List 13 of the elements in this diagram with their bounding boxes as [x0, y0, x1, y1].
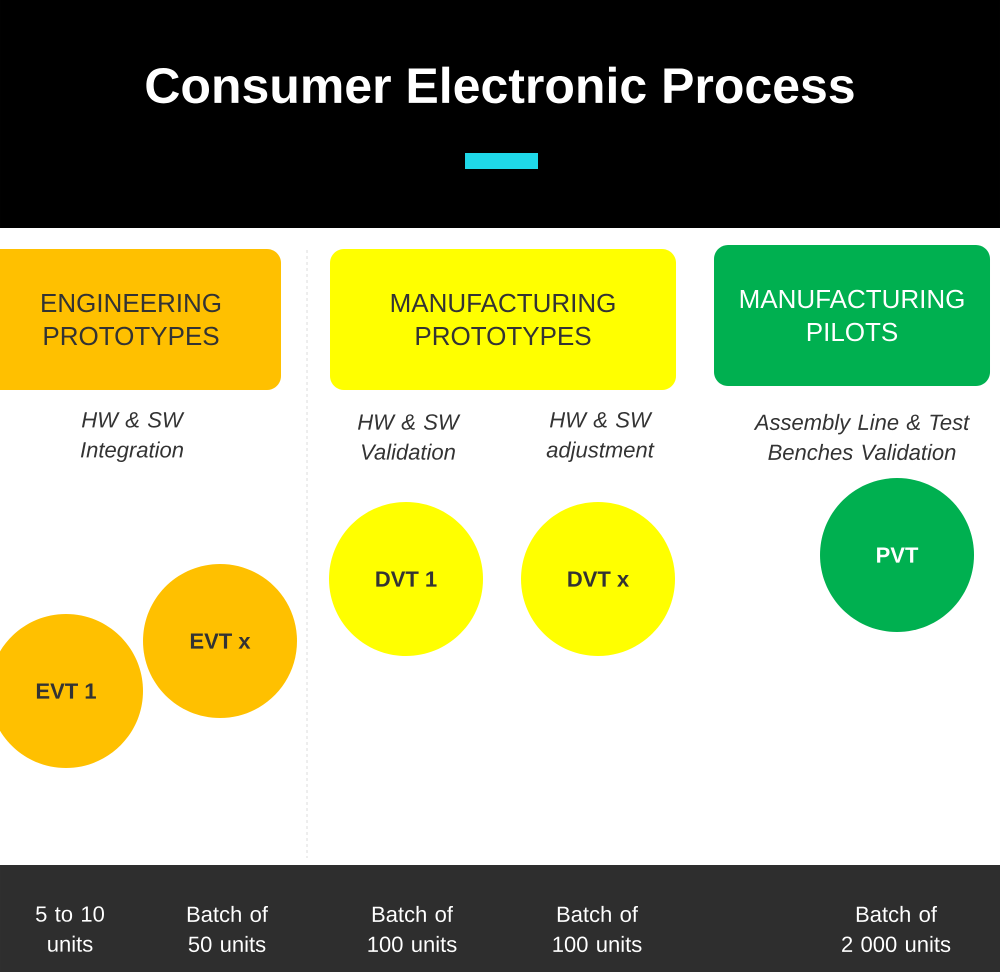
stage-description: Assembly Line & Test Benches Validation: [754, 414, 970, 460]
phase-box: MANUFACTURING PILOTS: [714, 245, 990, 386]
batch-size-label: Batch of 100 units: [553, 906, 642, 952]
batch-size-label: 5 to 10 units: [36, 906, 104, 952]
stage-description: HW & SW Validation: [358, 414, 460, 460]
title: Consumer Electronic Process: [146, 66, 854, 104]
batch-size-label: Batch of 100 units: [368, 906, 456, 952]
batch-size-label: Batch of 2 000 units: [842, 906, 950, 952]
phase-box: MANUFACTURING PROTOTYPES: [330, 249, 676, 390]
phase-box: ENGINEERING PROTOTYPES: [0, 249, 281, 390]
stage-description: HW & SW Integration: [80, 412, 184, 462]
batch-size-label: Batch of 50 units: [188, 906, 268, 952]
stage-description: HW & SW adjustment: [546, 412, 655, 462]
